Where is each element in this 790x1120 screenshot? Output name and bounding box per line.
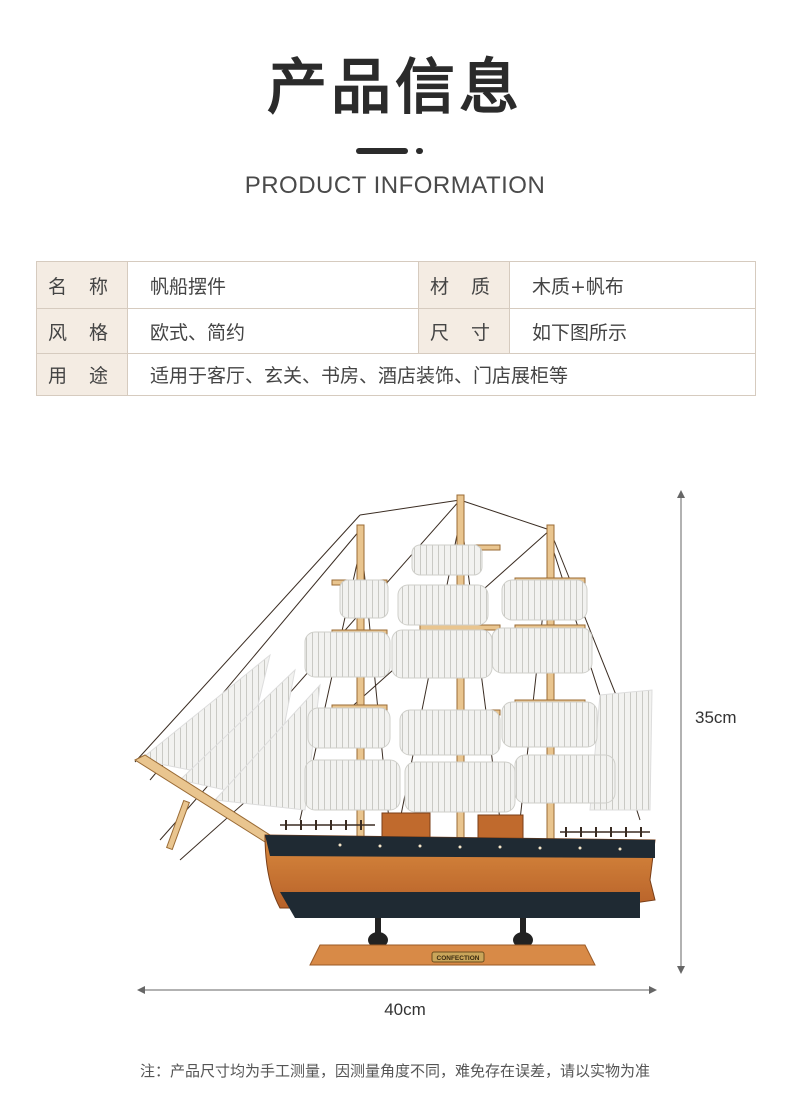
height-label: 35cm (695, 708, 737, 727)
label-name: 名 称 (36, 261, 128, 309)
label-style: 风 格 (36, 308, 128, 354)
value-material: 木质+帆布 (509, 261, 756, 309)
label-material: 材 质 (418, 261, 510, 309)
table-row: 名 称 帆船摆件 材 质 木质+帆布 (36, 261, 756, 309)
table-row: 风 格 欧式、简约 尺 寸 如下图所示 (36, 308, 756, 354)
title-divider-dot (416, 148, 423, 154)
title-divider (356, 148, 408, 154)
width-label: 40cm (384, 1000, 426, 1019)
label-size: 尺 寸 (418, 308, 510, 354)
height-dimension-line (677, 490, 685, 974)
value-size: 如下图所示 (509, 308, 756, 354)
table-row: 用 途 适用于客厅、玄关、书房、酒店装饰、门店展柜等 (36, 353, 756, 396)
value-style: 欧式、简约 (127, 308, 419, 354)
plaque-text: CONFECTION (437, 955, 480, 962)
page-title: 产品信息 (267, 53, 523, 123)
width-dimension-line (137, 986, 657, 994)
sailing-ship-image: CONFECTION (133, 494, 656, 966)
page-subtitle: PRODUCT INFORMATION (244, 172, 546, 199)
label-usage: 用 途 (36, 353, 128, 396)
product-info-table: 名 称 帆船摆件 材 质 木质+帆布 风 格 欧式、简约 尺 寸 如下图所示 用… (36, 261, 756, 396)
measurement-note: 注：产品尺寸均为手工测量，因测量角度不同，难免存在误差，请以实物为准 (139, 1062, 650, 1080)
value-name: 帆船摆件 (127, 261, 419, 309)
value-usage: 适用于客厅、玄关、书房、酒店装饰、门店展柜等 (127, 353, 756, 396)
